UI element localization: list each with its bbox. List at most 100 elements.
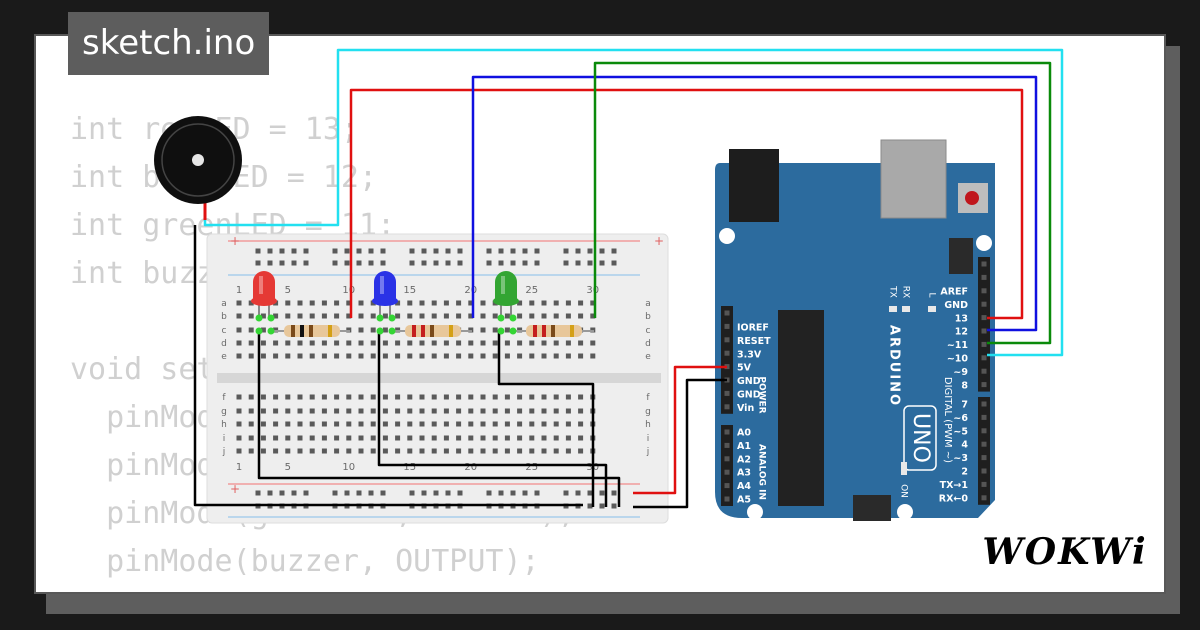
file-title[interactable]: sketch.ino xyxy=(68,12,270,75)
row-letter: c xyxy=(222,326,227,336)
wire-gnd-rail xyxy=(633,378,727,509)
column-number: 5 xyxy=(285,462,291,473)
green-led xyxy=(493,271,519,335)
wokwi-logo[interactable]: WOKWi xyxy=(976,528,1154,576)
buzzer-ring xyxy=(161,123,235,197)
pin-label: GND xyxy=(737,390,761,401)
row-letter: a xyxy=(645,299,651,309)
pin-label: GND xyxy=(944,300,968,311)
pin-label: ~3 xyxy=(953,453,968,464)
usb-port xyxy=(880,139,947,219)
row-letter: j xyxy=(646,447,650,457)
row-letter: i xyxy=(647,434,650,444)
row-letter: e xyxy=(645,352,651,362)
column-number: 1 xyxy=(236,462,242,473)
column-number: 15 xyxy=(403,462,416,473)
column-number: 20 xyxy=(464,285,477,296)
resistor-red xyxy=(272,325,350,337)
arduino-uno[interactable]: UNO ARDUINO DIGITAL (PWM ~) POWER ANALOG… xyxy=(715,139,995,521)
pin-label: A3 xyxy=(737,468,751,479)
resistor-blue xyxy=(393,325,472,337)
pin-label: RX←0 xyxy=(939,493,969,504)
power-jack xyxy=(729,149,779,222)
row-letter: b xyxy=(645,312,651,322)
row-letter: f xyxy=(222,393,226,403)
reset-button[interactable] xyxy=(965,191,979,205)
l-led-label: L xyxy=(927,292,937,297)
pin-label: RESET xyxy=(737,336,771,347)
atmega-chip xyxy=(778,310,824,506)
pin-label: ~10 xyxy=(947,354,969,365)
arduino-headers xyxy=(721,257,990,506)
row-letter: d xyxy=(645,339,651,349)
mount-hole xyxy=(719,228,735,244)
rail-plus-label: + xyxy=(230,482,240,496)
column-number: 25 xyxy=(525,285,538,296)
column-number: 30 xyxy=(586,285,599,296)
row-letter: c xyxy=(646,326,651,336)
digital-header-label: DIGITAL (PWM ~) xyxy=(942,377,953,463)
rx-led xyxy=(902,306,910,312)
row-letter: b xyxy=(221,312,227,322)
mount-hole xyxy=(897,504,913,520)
row-letter: e xyxy=(221,352,227,362)
pin-label: AREF xyxy=(940,287,968,298)
pin-label: 4 xyxy=(961,440,968,451)
row-letter: a xyxy=(221,299,227,309)
pin-label: A4 xyxy=(737,481,751,492)
pin-label: IOREF xyxy=(737,323,769,334)
wire-blue-led-pin12 xyxy=(471,75,1038,332)
pin-label: 8 xyxy=(961,380,968,391)
rail-plus-label: + xyxy=(654,234,664,248)
blue-led xyxy=(372,271,398,335)
row-letter: h xyxy=(645,420,651,430)
arduino-brand-label: ARDUINO xyxy=(887,325,902,407)
pin-label: A5 xyxy=(737,495,751,506)
pin-label: 5V xyxy=(737,363,752,374)
code-line: pinMode(buzzer, OUTPUT); xyxy=(70,544,540,579)
wire-green-cathode-gnd xyxy=(497,330,595,507)
row-letter: d xyxy=(221,339,227,349)
arduino-pin-labels: IOREFRESET3.3V5VGNDGNDVinA0A1A2A3A4A5ARE… xyxy=(737,287,968,506)
pin-label: 12 xyxy=(955,327,968,338)
column-number: 15 xyxy=(403,285,416,296)
column-number: 1 xyxy=(236,285,242,296)
pin-label: A0 xyxy=(737,428,751,439)
pin-label: ~9 xyxy=(953,367,968,378)
wire-5v-rail xyxy=(633,365,727,495)
wires xyxy=(193,48,1064,509)
on-led xyxy=(901,462,907,475)
tx-led-label: TX xyxy=(888,285,898,298)
pin-label: A2 xyxy=(737,454,751,465)
pin-label: 3.3V xyxy=(737,349,762,360)
analog-header-label: ANALOG IN xyxy=(757,444,767,500)
pin-label: TX→1 xyxy=(940,480,968,491)
pin-label: ~6 xyxy=(953,413,968,424)
pin-label: 7 xyxy=(961,400,968,411)
pin-label: ~5 xyxy=(953,426,968,437)
row-letter: g xyxy=(645,407,651,417)
buzzer-hole xyxy=(192,154,204,166)
wire-green-led-pin11 xyxy=(593,61,1052,345)
uno-logo-frame xyxy=(903,405,937,471)
row-letter: g xyxy=(221,407,227,417)
column-number: 10 xyxy=(342,285,355,296)
row-letter: i xyxy=(223,434,226,444)
column-number: 25 xyxy=(525,462,538,473)
rail-plus-label: + xyxy=(230,234,240,248)
wire-buzzer-gnd xyxy=(193,225,583,507)
pin-label: 13 xyxy=(955,313,968,324)
row-letter: f xyxy=(646,393,650,403)
resistors xyxy=(272,325,594,337)
mount-hole xyxy=(976,235,992,251)
buzzer[interactable] xyxy=(154,116,242,220)
pin-label: A1 xyxy=(737,441,751,452)
leds xyxy=(251,271,519,335)
power-header-label: POWER xyxy=(757,376,767,413)
column-number: 5 xyxy=(285,285,291,296)
rx-led-label: RX xyxy=(901,286,911,298)
